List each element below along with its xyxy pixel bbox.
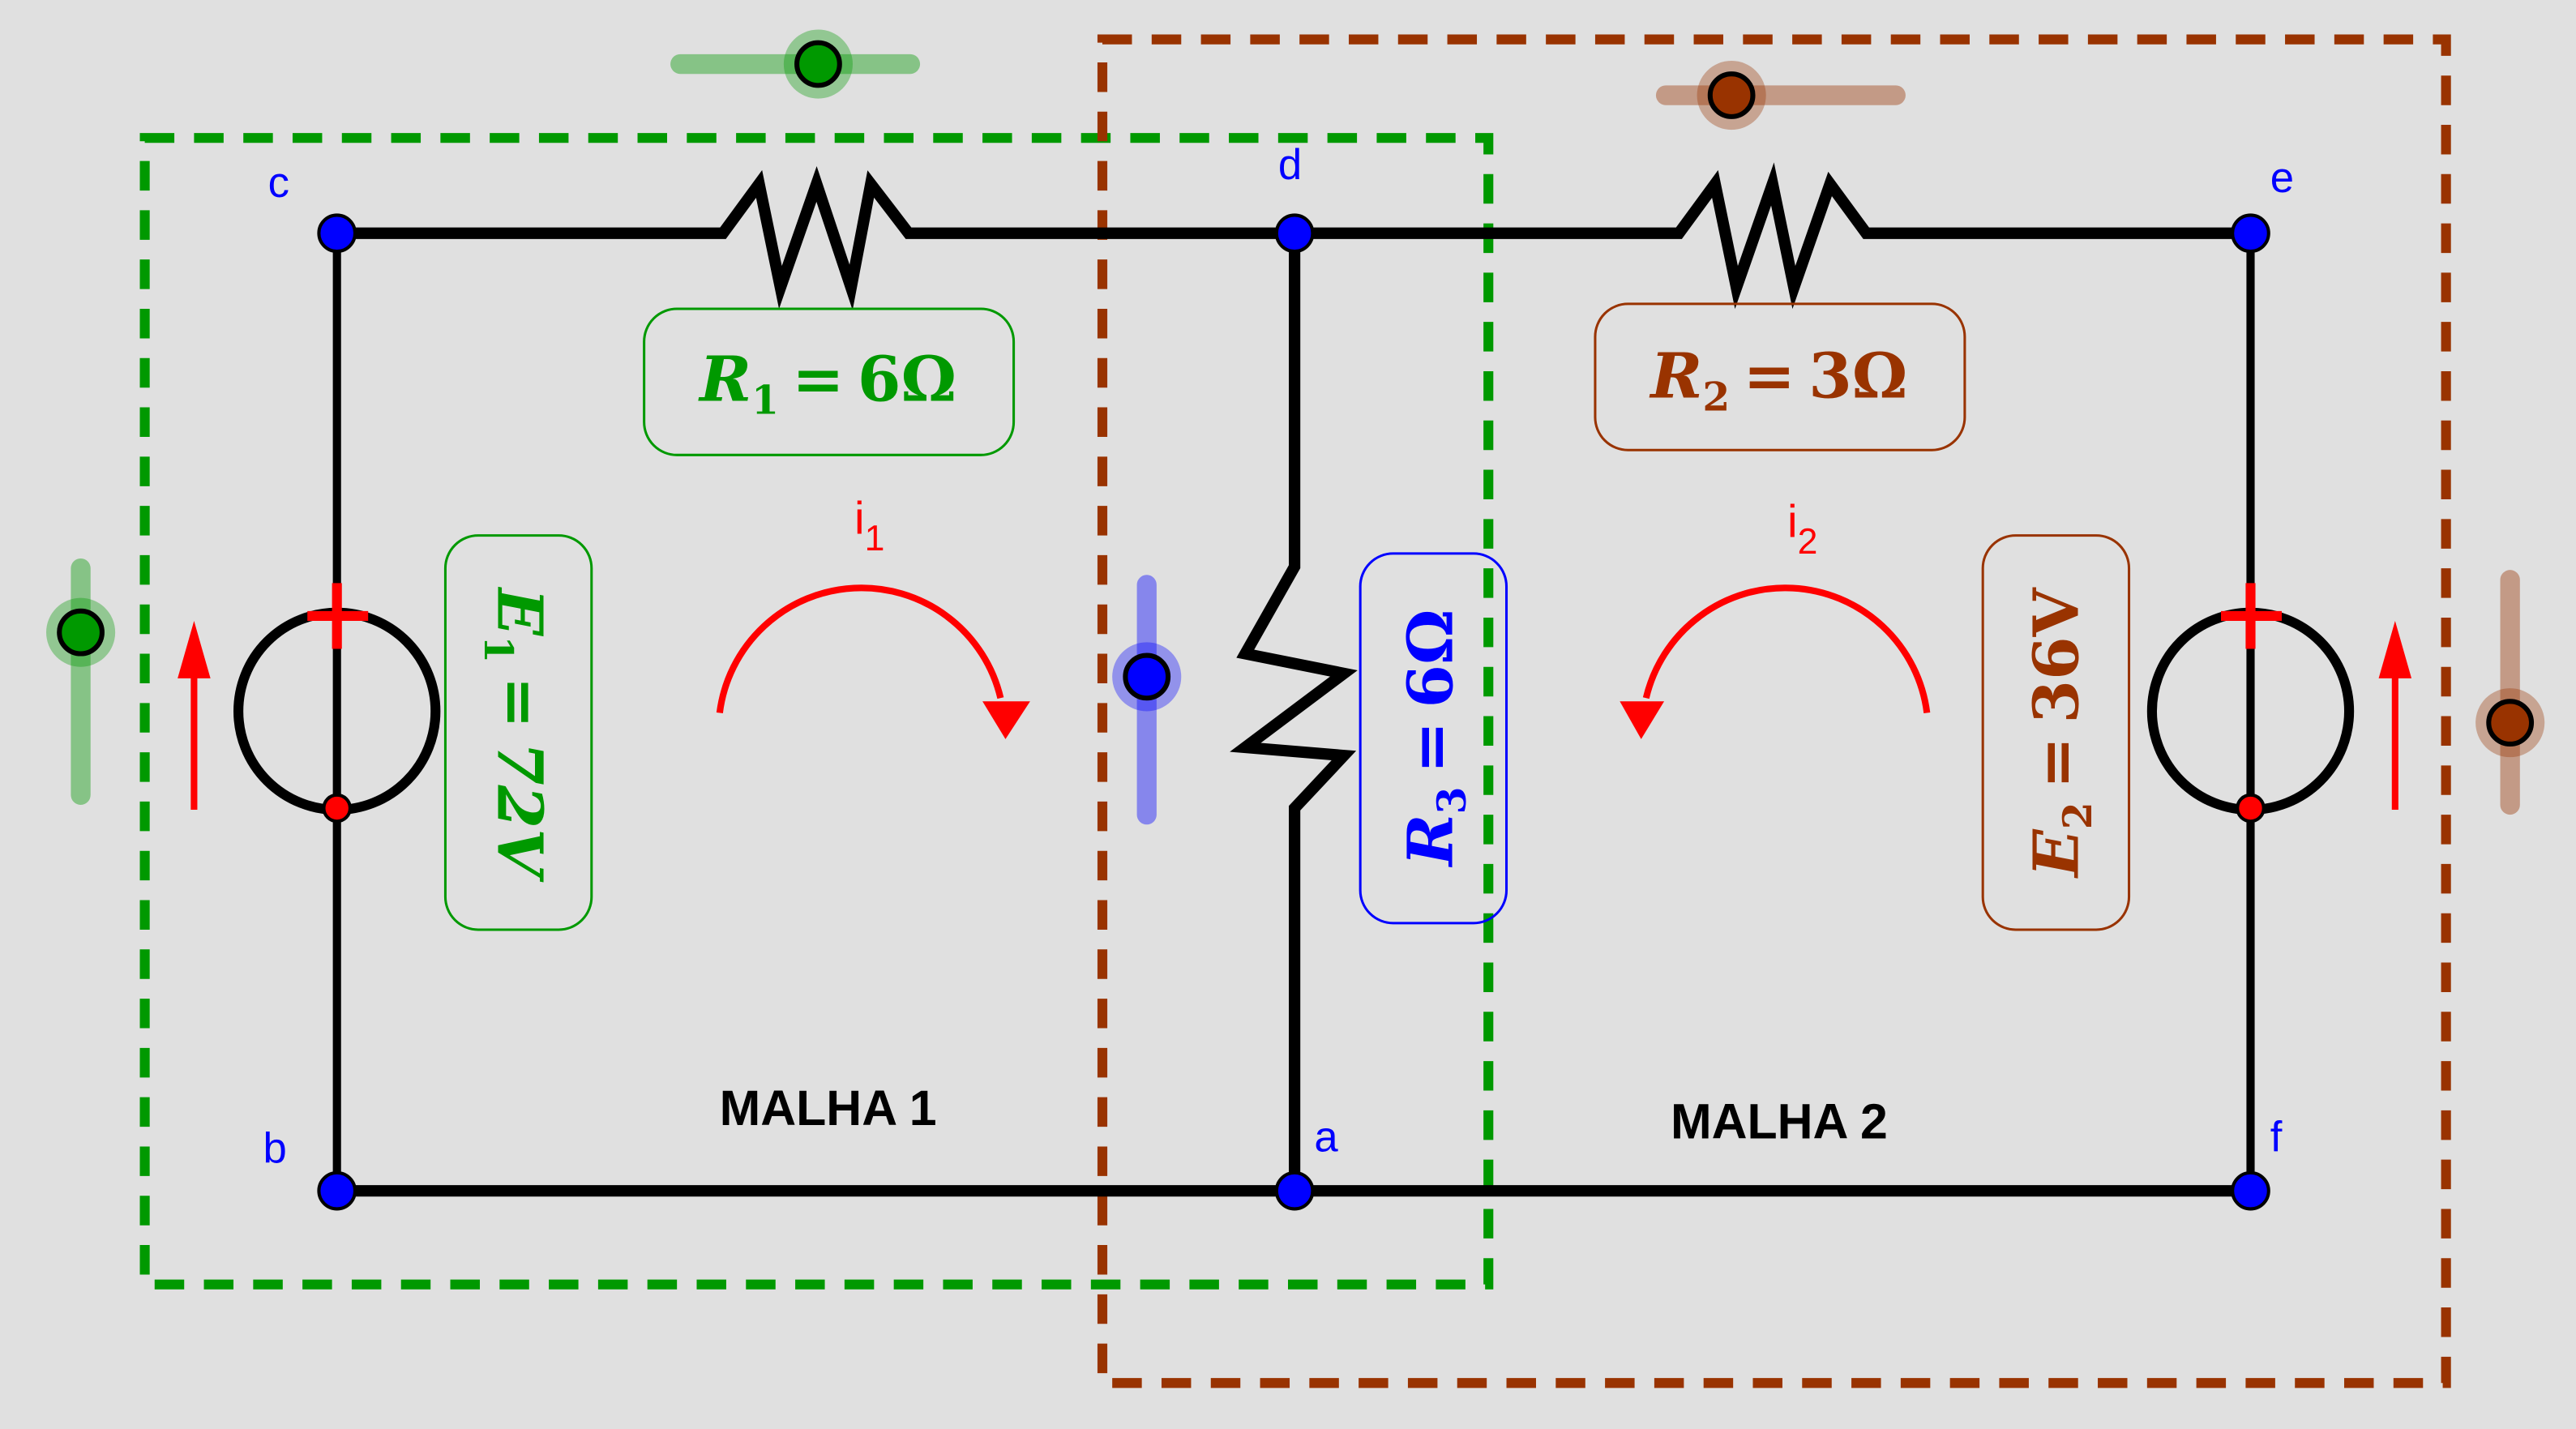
r3-label-box: R3=6Ω <box>1359 552 1508 925</box>
e1-plus-icon <box>307 583 369 649</box>
e2-label: E2=36V <box>2021 587 2101 879</box>
e2-direction-arrow-icon <box>2378 620 2412 811</box>
i1-label: i1 <box>854 494 884 558</box>
wire-d-e-r2 <box>1294 162 2251 310</box>
node-c-label: c <box>268 159 289 207</box>
e1-label: E1=72V <box>475 587 555 883</box>
e1-label-box: E1=72V <box>443 534 593 931</box>
r1-label-box: R1=6Ω <box>643 307 1016 456</box>
mesh2-label: MALHA 2 <box>1671 1093 1888 1149</box>
r3-slider[interactable] <box>1112 575 1182 825</box>
e2-label-box: E2=36V <box>1981 534 2131 931</box>
i2-label: i2 <box>1787 497 1817 562</box>
node-e[interactable] <box>2231 213 2270 254</box>
slider-handle[interactable] <box>57 608 105 657</box>
r2-label-box: R2=3Ω <box>1594 302 1966 451</box>
node-d[interactable] <box>1274 213 1315 254</box>
node-f[interactable] <box>2231 1170 2270 1211</box>
vertical-wires <box>332 233 2255 1192</box>
wire-d-a-r3 <box>1230 233 1358 1192</box>
mesh1-boundary <box>139 133 1494 1290</box>
node-e-label: e <box>2270 154 2294 202</box>
slider-handle[interactable] <box>794 40 842 88</box>
slider-handle[interactable] <box>2486 699 2535 747</box>
slider-handle[interactable] <box>1707 71 1756 119</box>
e1-negative-point[interactable] <box>322 793 352 824</box>
mesh1-left-slider[interactable] <box>46 558 116 805</box>
mesh2-right-slider[interactable] <box>2475 570 2545 815</box>
node-b-label: b <box>263 1125 287 1173</box>
e1-direction-arrow-icon <box>178 620 211 811</box>
r2-label: R2=3Ω <box>1649 340 1907 420</box>
mesh1-label: MALHA 1 <box>720 1080 937 1136</box>
r3-label: R3=6Ω <box>1395 609 1475 867</box>
i1-current-arrow-icon <box>716 584 1030 739</box>
node-f-label: f <box>2270 1114 2283 1162</box>
node-a[interactable] <box>1274 1170 1315 1211</box>
wire-c-d-r1 <box>336 166 1295 310</box>
mesh1-top-slider[interactable] <box>670 29 921 99</box>
i2-current-arrow-icon <box>1620 584 1931 739</box>
node-b[interactable] <box>317 1170 357 1211</box>
mesh2-boundary <box>1097 34 2451 1388</box>
e2-negative-point[interactable] <box>2236 793 2266 824</box>
node-d-label: d <box>1278 141 1302 189</box>
mesh2-top-slider[interactable] <box>1655 60 1906 130</box>
slider-handle[interactable] <box>1123 652 1171 701</box>
e2-plus-icon <box>2221 583 2282 649</box>
node-c[interactable] <box>317 213 357 254</box>
node-a-label: a <box>1314 1114 1338 1162</box>
r1-label: R1=6Ω <box>698 343 956 423</box>
